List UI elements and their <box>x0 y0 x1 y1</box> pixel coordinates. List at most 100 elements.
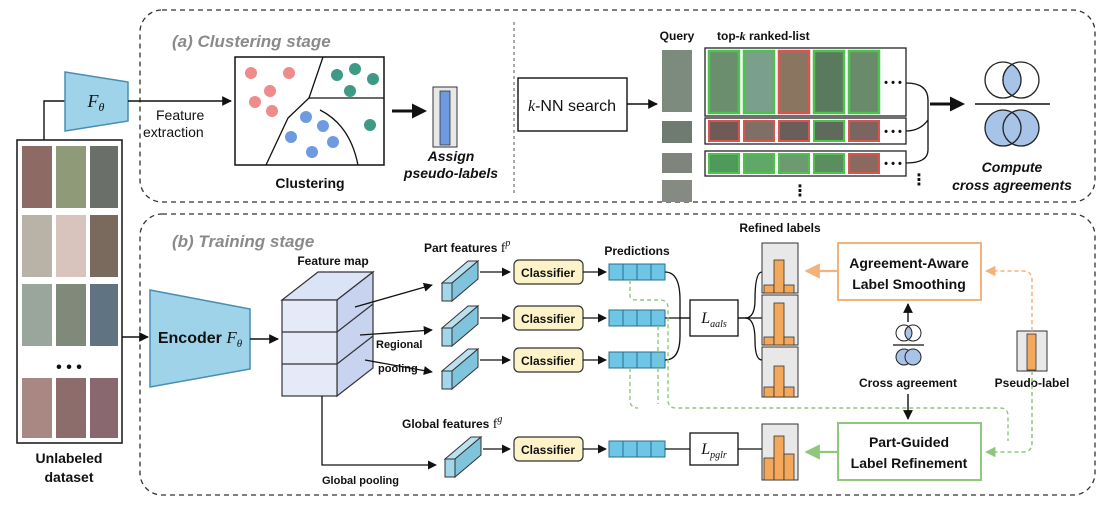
cluster-point-red <box>283 67 295 79</box>
dataset-label-line2: dataset <box>44 469 93 485</box>
person-thumbnail <box>90 378 118 438</box>
topk-label: top-k ranked-list <box>717 29 810 43</box>
classifier-label: Classifier <box>521 354 575 368</box>
aals-label: Agreement-Aware <box>849 255 969 271</box>
prediction-vector <box>608 351 666 369</box>
loss-aals-label: Laals <box>700 310 727 330</box>
person-thumbnail <box>22 146 52 208</box>
query-label: Query <box>660 29 695 43</box>
loss-aals-box <box>689 299 739 337</box>
ranked-list-vertical-ellipsis: ⋮ <box>911 172 927 189</box>
classifier-part-2: Classifier <box>513 305 584 331</box>
person-thumbnail <box>22 215 52 277</box>
ranked-mismatch <box>848 153 880 174</box>
prediction-to-aals-line <box>664 318 681 361</box>
prediction-vectors <box>608 263 666 458</box>
pseudo-label-to-aals-dashed <box>984 265 1033 331</box>
global-pooling-arrow <box>321 396 437 470</box>
regional-pooling-label-line2: pooling <box>378 363 418 375</box>
cross-agreement-label: Cross agreement <box>859 376 957 390</box>
cluster-point-teal <box>331 69 343 81</box>
cluster-point-red <box>245 67 257 79</box>
compute-label: Compute <box>982 159 1043 175</box>
cluster-point-teal <box>344 85 356 97</box>
aals-loss-to-refined <box>744 317 763 361</box>
part-feature-vector <box>440 259 480 303</box>
cluster-boundary <box>265 97 310 166</box>
model-label: Fθ <box>87 91 105 114</box>
compute-label-line2: cross agreements <box>952 177 1072 193</box>
person-thumbnail <box>56 284 86 346</box>
predictions-label: Predictions <box>604 244 670 258</box>
ranked-match <box>778 153 810 174</box>
loss-pglr-label: Lpglr <box>700 441 727 461</box>
ranked-mismatch <box>743 120 775 142</box>
feature-extractor-model <box>64 71 129 132</box>
unlabeled-dataset: • • • <box>16 139 123 444</box>
person-thumbnail <box>90 146 118 208</box>
cluster-point-red <box>266 105 278 117</box>
pseudo-label-to-pglr-dashed <box>984 371 1033 458</box>
dataset-label: Unlabeled <box>36 450 103 466</box>
part-features-label: Part features fp <box>424 238 510 256</box>
query-image <box>662 180 692 202</box>
prediction-vector <box>608 263 666 281</box>
refined-labels-label: Refined labels <box>739 221 821 235</box>
encoder <box>149 289 251 388</box>
classifier-label: Classifier <box>521 266 575 280</box>
pglr-label-line2: Label Refinement <box>851 455 968 471</box>
knn-search-label: k-NN search <box>528 98 616 115</box>
assign-label-line2: pseudo-labels <box>403 165 498 181</box>
refined-label-histogram <box>761 294 799 346</box>
ranked-list-brace <box>905 119 929 132</box>
clustering-stage-box <box>139 9 1096 203</box>
clustering-stage-title: (a) Clustering stage <box>172 32 331 51</box>
feature-map-cube <box>280 270 375 398</box>
ranked-match <box>743 153 775 174</box>
query-images <box>662 50 692 202</box>
ranked-list-vertical-ellipsis: ⋮ <box>792 183 808 200</box>
dataset-ellipsis: • • • <box>56 359 82 376</box>
pseudo-label-icon <box>1016 330 1048 372</box>
person-thumbnail <box>56 378 86 438</box>
ranked-match <box>812 49 846 115</box>
encoder-label: Encoder Fθ <box>158 328 243 350</box>
training-stage-box <box>139 213 1096 496</box>
loss-pglr-box <box>689 432 739 466</box>
cluster-point-blue <box>285 131 297 143</box>
ranked-mismatch <box>778 120 810 142</box>
part-feature-vector <box>440 304 480 348</box>
global-feature-vector <box>443 435 483 479</box>
part-predictions-to-pglr-dashed <box>629 280 1009 441</box>
ranked-row-ellipsis: • • • <box>884 158 902 170</box>
person-thumbnail <box>90 284 118 346</box>
ranked-mismatch <box>708 120 740 142</box>
ranked-match <box>707 49 741 115</box>
ranked-match <box>742 49 776 115</box>
classifier-label: Classifier <box>521 312 575 326</box>
ranked-row-ellipsis: • • • <box>884 77 902 89</box>
clustering-label: Clustering <box>275 175 344 191</box>
prediction-to-aals-line <box>664 271 690 319</box>
ranked-match <box>847 49 881 115</box>
person-thumbnail <box>56 215 86 277</box>
cluster-boundary <box>319 109 359 166</box>
global-features-label: Global features fg <box>402 414 502 432</box>
ranked-match <box>813 153 845 174</box>
cluster-point-blue <box>306 146 318 158</box>
pseudo-label-bar <box>432 86 458 148</box>
feature-extraction-label-line2: extraction <box>143 124 204 140</box>
assign-label: Assign <box>427 148 475 164</box>
feature-extraction-label: Feature <box>156 107 204 123</box>
cluster-point-blue <box>317 120 329 132</box>
classifier-part-1: Classifier <box>513 259 584 285</box>
ranked-list-brace <box>905 82 929 164</box>
refined-label-histogram-global <box>761 423 799 481</box>
classifier-label: Classifier <box>521 443 575 457</box>
refined-label-histogram <box>761 346 799 398</box>
prediction-vector <box>608 309 666 327</box>
refined-label-histogram <box>761 242 799 294</box>
query-image <box>662 50 692 112</box>
person-thumbnail <box>22 378 52 438</box>
part-feature-bars <box>440 259 480 391</box>
